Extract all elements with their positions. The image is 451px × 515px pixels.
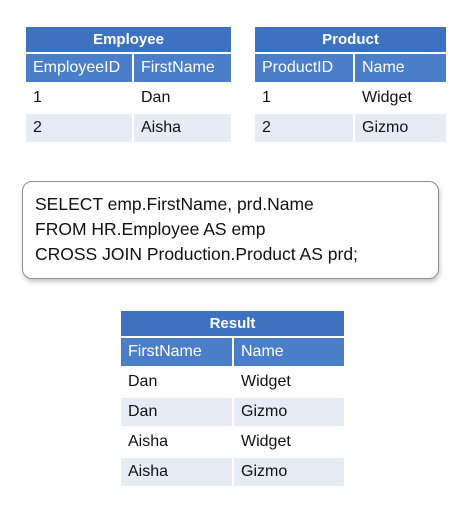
- table-cell: Widget: [234, 428, 344, 456]
- result-table: Result FirstName Name Dan Widget Dan Giz…: [119, 309, 346, 488]
- query-line: SELECT emp.FirstName, prd.Name: [35, 194, 314, 214]
- table-cell: 2: [26, 114, 132, 142]
- employee-table: Employee EmployeeID FirstName 1 Dan 2 Ai…: [24, 25, 233, 144]
- table-cell: Dan: [121, 398, 232, 426]
- product-table: Product ProductID Name 1 Widget 2 Gizmo: [253, 25, 448, 144]
- query-line: CROSS JOIN Production.Product AS prd;: [35, 244, 358, 264]
- table-row: Dan Gizmo: [121, 398, 344, 426]
- sql-query-box: SELECT emp.FirstName, prd.Name FROM HR.E…: [22, 181, 439, 279]
- table-cell: Aisha: [121, 428, 232, 456]
- name-column-header: Name: [355, 54, 447, 82]
- table-cell: Widget: [355, 84, 447, 112]
- table-cell: Widget: [234, 368, 344, 396]
- table-cell: 1: [255, 84, 353, 112]
- product-table-title: Product: [255, 27, 447, 52]
- table-cell: Aisha: [134, 114, 231, 142]
- result-name-column-header: Name: [234, 338, 344, 366]
- table-row: 2 Gizmo: [255, 114, 447, 142]
- table-row: 2 Aisha: [26, 114, 231, 142]
- query-line: FROM HR.Employee AS emp: [35, 219, 266, 239]
- table-row: 1 Dan: [26, 84, 231, 112]
- product-id-column-header: ProductID: [255, 54, 353, 82]
- table-cell: Gizmo: [234, 458, 344, 486]
- table-cell: 2: [255, 114, 353, 142]
- table-row: Aisha Gizmo: [121, 458, 344, 486]
- employee-id-column-header: EmployeeID: [26, 54, 132, 82]
- table-cell: Gizmo: [234, 398, 344, 426]
- employee-table-title: Employee: [26, 27, 231, 52]
- table-cell: 1: [26, 84, 132, 112]
- result-first-name-column-header: FirstName: [121, 338, 232, 366]
- table-row: Aisha Widget: [121, 428, 344, 456]
- table-row: 1 Widget: [255, 84, 447, 112]
- result-table-title: Result: [121, 311, 344, 336]
- table-cell: Gizmo: [355, 114, 447, 142]
- table-cell: Dan: [121, 368, 232, 396]
- first-name-column-header: FirstName: [134, 54, 231, 82]
- table-row: Dan Widget: [121, 368, 344, 396]
- table-cell: Dan: [134, 84, 231, 112]
- table-cell: Aisha: [121, 458, 232, 486]
